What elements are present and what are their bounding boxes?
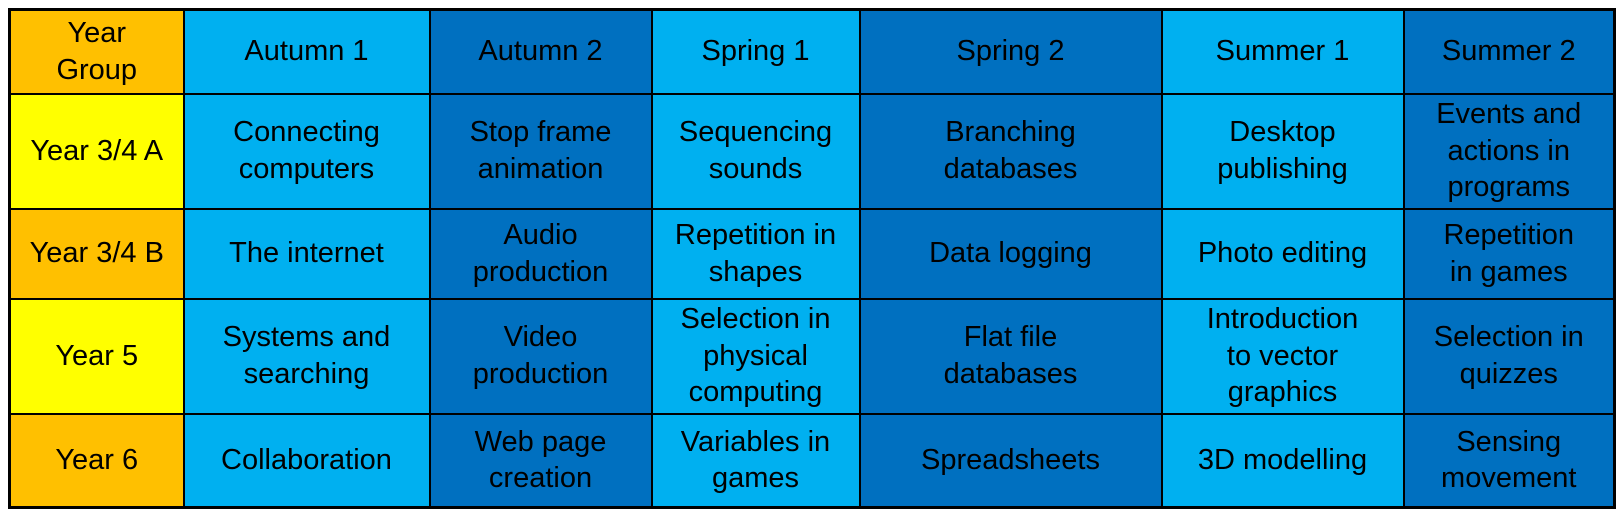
- unit-connecting-computers: Connecting computers: [182, 92, 431, 210]
- header-autumn-1: Autumn 1: [182, 8, 431, 95]
- unit-branching-databases: Branching databases: [858, 92, 1163, 210]
- header-row: Year Group Autumn 1 Autumn 2 Spring 1 Sp…: [8, 8, 1616, 95]
- corner-header-cell: Year Group: [8, 8, 185, 95]
- unit-video-production: Video production: [428, 297, 653, 415]
- header-spring-2: Spring 2: [858, 8, 1163, 95]
- year-group-year-6: Year 6: [8, 412, 185, 509]
- unit-spreadsheets: Spreadsheets: [858, 412, 1163, 509]
- unit-selection-in-quizzes: Selection in quizzes: [1402, 297, 1616, 415]
- unit-introduction-to-vector-graphics: Introduction to vector graphics: [1160, 297, 1405, 415]
- unit-sequencing-sounds: Sequencing sounds: [650, 92, 861, 210]
- unit-stop-frame-animation: Stop frame animation: [428, 92, 653, 210]
- unit-repetition-in-games: Repetition in games: [1402, 207, 1616, 300]
- table-row-year-3-4-b: Year 3/4 B The internet Audio production…: [8, 207, 1616, 300]
- unit-events-and-actions-in-programs: Events and actions in programs: [1402, 92, 1616, 210]
- header-autumn-2: Autumn 2: [428, 8, 653, 95]
- unit-sensing-movement: Sensing movement: [1402, 412, 1616, 509]
- year-group-year-3-4-b: Year 3/4 B: [8, 207, 185, 300]
- unit-web-page-creation: Web page creation: [428, 412, 653, 509]
- unit-the-internet: The internet: [182, 207, 431, 300]
- unit-collaboration: Collaboration: [182, 412, 431, 509]
- unit-audio-production: Audio production: [428, 207, 653, 300]
- unit-desktop-publishing: Desktop publishing: [1160, 92, 1405, 210]
- unit-flat-file-databases: Flat file databases: [858, 297, 1163, 415]
- header-summer-2: Summer 2: [1402, 8, 1616, 95]
- curriculum-table: Year Group Autumn 1 Autumn 2 Spring 1 Sp…: [8, 8, 1616, 509]
- unit-systems-and-searching: Systems and searching: [182, 297, 431, 415]
- header-spring-1: Spring 1: [650, 8, 861, 95]
- unit-repetition-in-shapes: Repetition in shapes: [650, 207, 861, 300]
- unit-3d-modelling: 3D modelling: [1160, 412, 1405, 509]
- table-row-year-3-4-a: Year 3/4 A Connecting computers Stop fra…: [8, 92, 1616, 210]
- table-row-year-5: Year 5 Systems and searching Video produ…: [8, 297, 1616, 415]
- year-group-year-3-4-a: Year 3/4 A: [8, 92, 185, 210]
- unit-selection-in-physical-computing: Selection in physical computing: [650, 297, 861, 415]
- table-row-year-6: Year 6 Collaboration Web page creation V…: [8, 412, 1616, 509]
- year-group-year-5: Year 5: [8, 297, 185, 415]
- unit-photo-editing: Photo editing: [1160, 207, 1405, 300]
- header-summer-1: Summer 1: [1160, 8, 1405, 95]
- unit-data-logging: Data logging: [858, 207, 1163, 300]
- unit-variables-in-games: Variables in games: [650, 412, 861, 509]
